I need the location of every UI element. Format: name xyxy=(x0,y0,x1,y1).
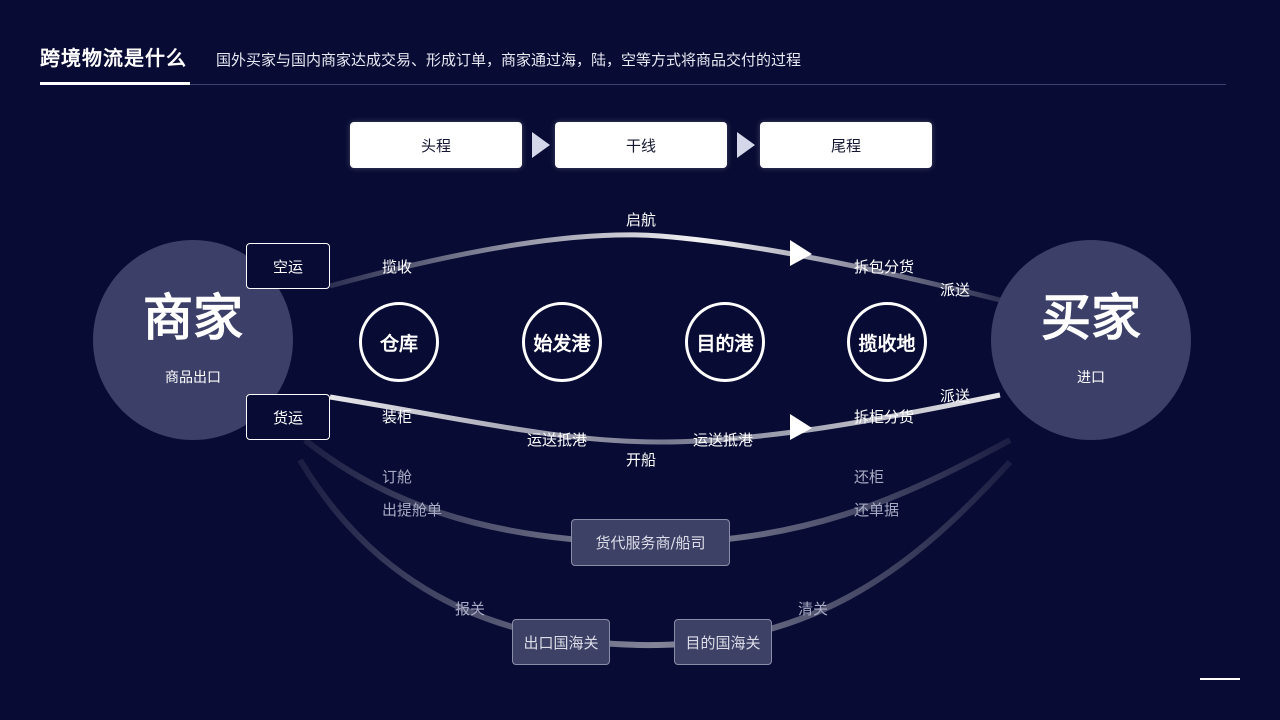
title-underline xyxy=(40,82,190,85)
label-ship: 开船 xyxy=(626,451,657,469)
label-return-documents: 还单据 xyxy=(854,501,900,519)
page-indicator-line xyxy=(1200,678,1240,680)
label-deliver-lower: 派送 xyxy=(940,387,971,405)
label-pickup: 揽收 xyxy=(382,258,413,276)
import-customs-box: 目的国海关 xyxy=(674,619,772,665)
forwarder-box: 货代服务商/船司 xyxy=(571,519,730,566)
label-transport-1: 运送抵港 xyxy=(527,431,588,449)
merchant-label: 商家 xyxy=(143,289,243,347)
label-unload: 拆柜分货 xyxy=(854,408,915,426)
buyer-sub: 进口 xyxy=(1077,370,1105,386)
page-title: 跨境物流是什么 xyxy=(40,46,187,70)
node-pickup-location: 揽收地 xyxy=(847,302,927,382)
label-declare: 报关 xyxy=(455,600,486,618)
label-sail: 启航 xyxy=(626,211,657,229)
stage-arrow-2 xyxy=(737,132,755,158)
label-clearance: 清关 xyxy=(798,600,829,618)
lower-route-curve xyxy=(329,392,1001,445)
label-bill-of-lading: 出提舱单 xyxy=(382,501,443,519)
merchant-sub: 商品出口 xyxy=(165,370,221,386)
label-booking: 订舱 xyxy=(382,468,413,486)
node-origin-port: 始发港 xyxy=(522,302,602,382)
node-warehouse: 仓库 xyxy=(359,302,439,382)
header-divider xyxy=(40,84,1226,85)
air-freight-box: 空运 xyxy=(246,243,330,289)
page-subtitle: 国外买家与国内商家达成交易、形成订单，商家通过海，陆，空等方式将商品交付的过程 xyxy=(216,51,802,69)
buyer-circle: 买家 进口 xyxy=(991,240,1191,440)
label-deliver-upper: 派送 xyxy=(940,281,971,299)
lower-route-arrow xyxy=(790,414,812,440)
label-return-container: 还柜 xyxy=(854,468,885,486)
stage-last-mile: 尾程 xyxy=(760,122,932,168)
buyer-label: 买家 xyxy=(1041,289,1141,347)
stage-first-mile: 头程 xyxy=(350,122,522,168)
label-load: 装柜 xyxy=(382,408,413,426)
upper-route-arrow xyxy=(790,240,812,266)
export-customs-box: 出口国海关 xyxy=(512,619,610,665)
upper-route-curve xyxy=(329,232,1001,303)
customs-curve xyxy=(297,458,1013,649)
label-unpack: 拆包分货 xyxy=(854,258,915,276)
stage-arrow-1 xyxy=(532,132,550,158)
node-destination-port: 目的港 xyxy=(685,302,765,382)
label-transport-2: 运送抵港 xyxy=(693,431,754,449)
stage-mainline: 干线 xyxy=(555,122,727,168)
cargo-freight-box: 货运 xyxy=(246,394,330,440)
